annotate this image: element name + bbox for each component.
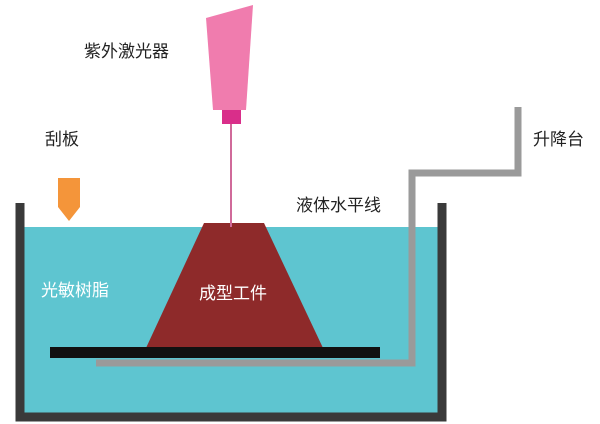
tank-wall	[15, 203, 447, 422]
build-platform	[50, 347, 380, 358]
uv-laser-label: 紫外激光器	[84, 42, 169, 62]
part-label: 成型工件	[199, 284, 267, 304]
scraper-label: 刮板	[45, 130, 79, 150]
scraper-blade-icon	[58, 178, 80, 221]
liquid-level-label: 液体水平线	[296, 196, 381, 216]
laser-emitter-icon	[206, 5, 253, 227]
formed-part	[146, 223, 323, 348]
resin-label: 光敏树脂	[41, 281, 109, 301]
elevator-label: 升降台	[533, 130, 584, 150]
elevator-arm	[96, 107, 522, 367]
